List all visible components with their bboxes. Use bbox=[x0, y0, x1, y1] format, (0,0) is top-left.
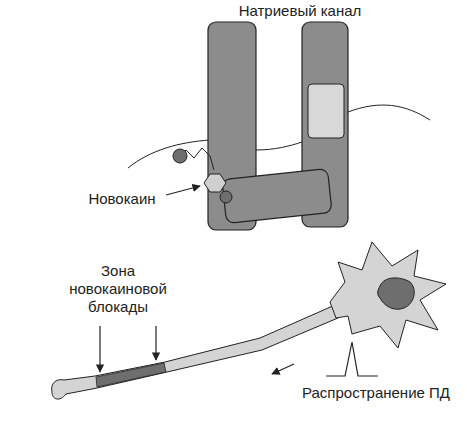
pointer-arrow bbox=[99, 326, 100, 372]
inactivation-gate bbox=[222, 169, 332, 224]
pointer-arrow bbox=[155, 326, 156, 360]
pointer-arrow bbox=[166, 186, 200, 195]
novocaine-ring bbox=[204, 174, 226, 192]
propagation-label: Распространение ПД bbox=[302, 384, 450, 402]
axon bbox=[52, 305, 338, 399]
channel-pore bbox=[308, 84, 344, 138]
molecule-group bbox=[173, 149, 187, 163]
drug-label: Новокаин bbox=[88, 190, 155, 208]
nucleus bbox=[378, 278, 415, 309]
zone-label: Зона новокаиновой блокады bbox=[63, 262, 173, 316]
soma bbox=[330, 242, 446, 348]
blockade-zone bbox=[96, 363, 166, 387]
membrane-line bbox=[256, 142, 302, 150]
pointer-arrow bbox=[272, 364, 294, 374]
membrane-line bbox=[128, 105, 430, 168]
action-potential-trace bbox=[326, 342, 378, 376]
molecule-group bbox=[220, 191, 232, 203]
channel-label: Натриевый канал bbox=[239, 2, 362, 20]
